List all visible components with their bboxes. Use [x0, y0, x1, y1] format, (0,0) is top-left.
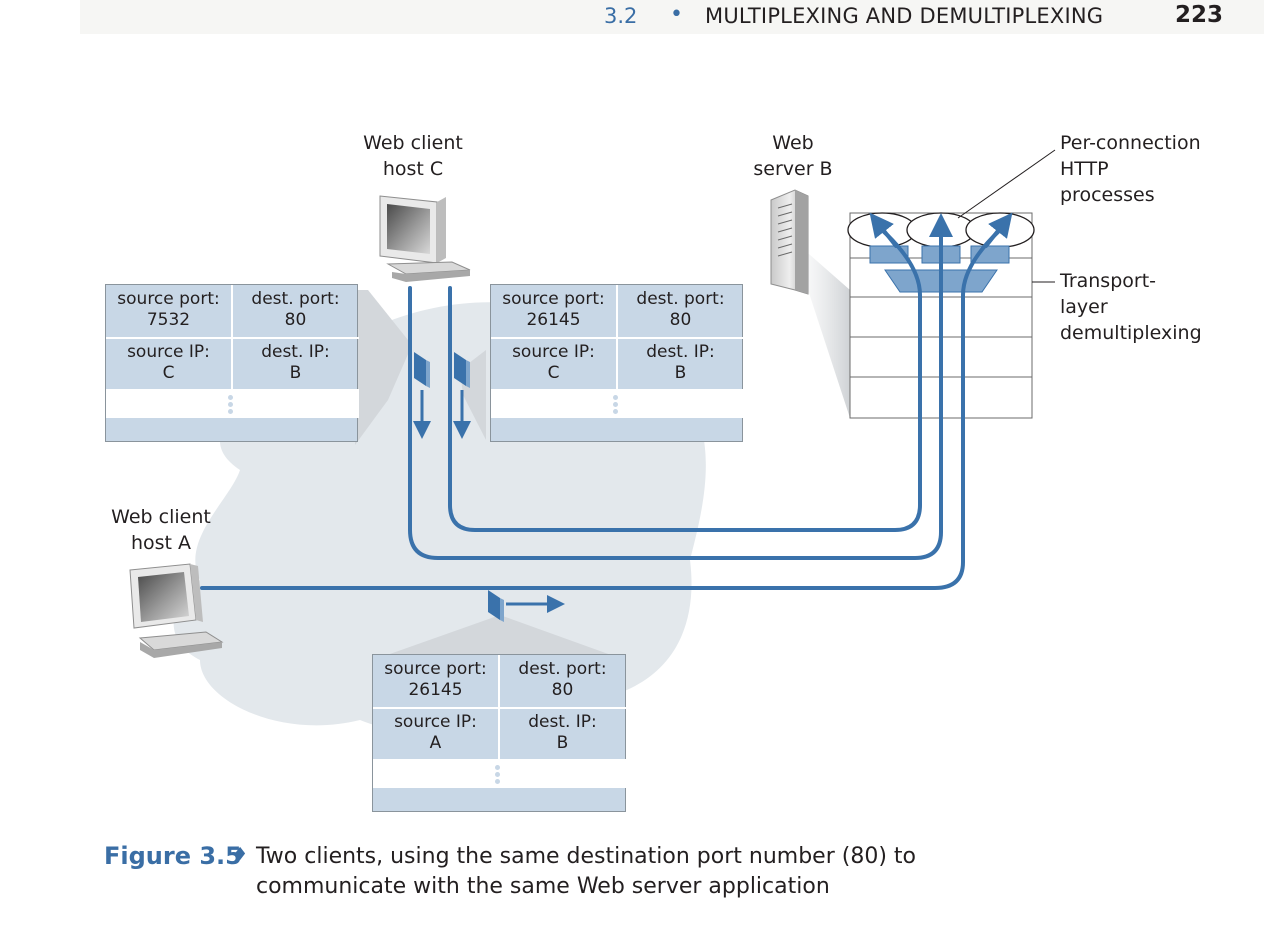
source-ip-value: A [429, 733, 442, 753]
host-a-label-line1: Web client [111, 506, 211, 528]
host-a-label-line2: host A [130, 532, 192, 554]
segment-payload-band [373, 759, 627, 788]
source-ip-label: source IP: [512, 342, 595, 362]
dest-ip-label: dest. IP: [528, 712, 597, 732]
transport-label-line1: Transport- [1060, 270, 1157, 292]
server-b-label-line1: Web [772, 132, 814, 154]
source-ip-label: source IP: [394, 712, 477, 732]
source-ip-value: C [162, 363, 175, 383]
beam-segment-3 [373, 615, 625, 660]
processes-label: Per-connection HTTP processes [1060, 130, 1201, 208]
bullet-separator: • [670, 2, 683, 27]
source-port-label: source port: [117, 289, 220, 309]
source-port-value: 26145 [408, 680, 463, 700]
pipe-a [200, 228, 1002, 590]
connection-pipes [200, 212, 1013, 590]
dest-ip-cell: dest. IP: B [618, 342, 743, 384]
source-port-cell: source port: 26145 [491, 289, 616, 331]
computer-icon-host-c [379, 195, 471, 282]
host-c-label: Web client host C [342, 130, 484, 182]
chapter-section-title: MULTIPLEXING AND DEMULTIPLEXING [705, 4, 1104, 28]
segment-divider [106, 337, 359, 339]
ellipsis-dots [495, 765, 501, 786]
dest-ip-cell: dest. IP: B [233, 342, 358, 384]
source-ip-cell: source IP: A [373, 712, 498, 754]
source-port-cell: source port: 26145 [373, 659, 498, 701]
ellipsis-dots [228, 395, 234, 416]
caption-text: Two clients, using the same destination … [256, 844, 916, 899]
beam-segment-1 [355, 290, 412, 445]
server-b-label: Web server B [745, 130, 841, 182]
figure-number: Figure 3.5 [104, 842, 242, 870]
dest-port-value: 80 [284, 310, 307, 330]
transport-label-line3: demultiplexing [1060, 322, 1202, 344]
source-ip-cell: source IP: C [106, 342, 231, 384]
transport-label: Transport- layer demultiplexing [1060, 268, 1202, 346]
dest-port-cell: dest. port: 80 [500, 659, 625, 701]
segment-divider [373, 707, 627, 709]
server-b-label-line2: server B [753, 158, 833, 180]
dest-port-value: 80 [669, 310, 692, 330]
dest-port-value: 80 [551, 680, 574, 700]
pipe-c-inner [448, 228, 922, 532]
source-port-label: source port: [384, 659, 487, 679]
ellipsis-dots [613, 395, 619, 416]
running-head: 3.2 • MULTIPLEXING AND DEMULTIPLEXING 22… [80, 0, 1264, 34]
host-c-label-line1: Web client [363, 132, 463, 154]
dest-ip-label: dest. IP: [646, 342, 715, 362]
source-port-value: 26145 [526, 310, 581, 330]
segment-box-host-a-26145: source port: 26145 dest. port: 80 source… [372, 654, 627, 812]
source-ip-label: source IP: [127, 342, 210, 362]
dest-port-cell: dest. port: 80 [618, 289, 743, 331]
dest-port-cell: dest. port: 80 [233, 289, 358, 331]
segment-divider [491, 337, 744, 339]
diamond-icon: ♦ [232, 844, 249, 865]
processes-label-line2: HTTP [1060, 158, 1109, 180]
dest-ip-label: dest. IP: [261, 342, 330, 362]
source-ip-value: C [547, 363, 560, 383]
segment-box-host-c-26145: source port: 26145 dest. port: 80 source… [490, 284, 744, 442]
source-port-label: source port: [502, 289, 605, 309]
source-port-cell: source port: 7532 [106, 289, 231, 331]
segment-flag-c2 [453, 352, 471, 439]
segment-flag-a [488, 590, 565, 622]
computer-icon-host-a [129, 563, 224, 658]
dest-ip-cell: dest. IP: B [500, 712, 625, 754]
dest-port-label: dest. port: [636, 289, 725, 309]
dest-ip-value: B [289, 363, 302, 383]
source-port-value: 7532 [146, 310, 191, 330]
dest-ip-value: B [556, 733, 569, 753]
segment-box-host-c-7532: source port: 7532 dest. port: 80 source … [105, 284, 359, 442]
pipe-c-outer [408, 223, 943, 560]
processes-label-line3: processes [1060, 184, 1155, 206]
processes-label-line1: Per-connection [1060, 132, 1201, 154]
page-number: 223 [1175, 2, 1224, 28]
section-number: 3.2 [604, 4, 638, 28]
dest-port-label: dest. port: [518, 659, 607, 679]
dest-ip-value: B [674, 363, 687, 383]
server-icon [770, 189, 809, 295]
leader-processes [957, 149, 1056, 219]
source-ip-cell: source IP: C [491, 342, 616, 384]
host-a-label: Web client host A [90, 504, 232, 556]
host-c-label-line2: host C [382, 158, 444, 180]
transport-label-line2: layer [1060, 296, 1108, 318]
segment-flag-c1 [413, 352, 431, 439]
dest-port-label: dest. port: [251, 289, 340, 309]
